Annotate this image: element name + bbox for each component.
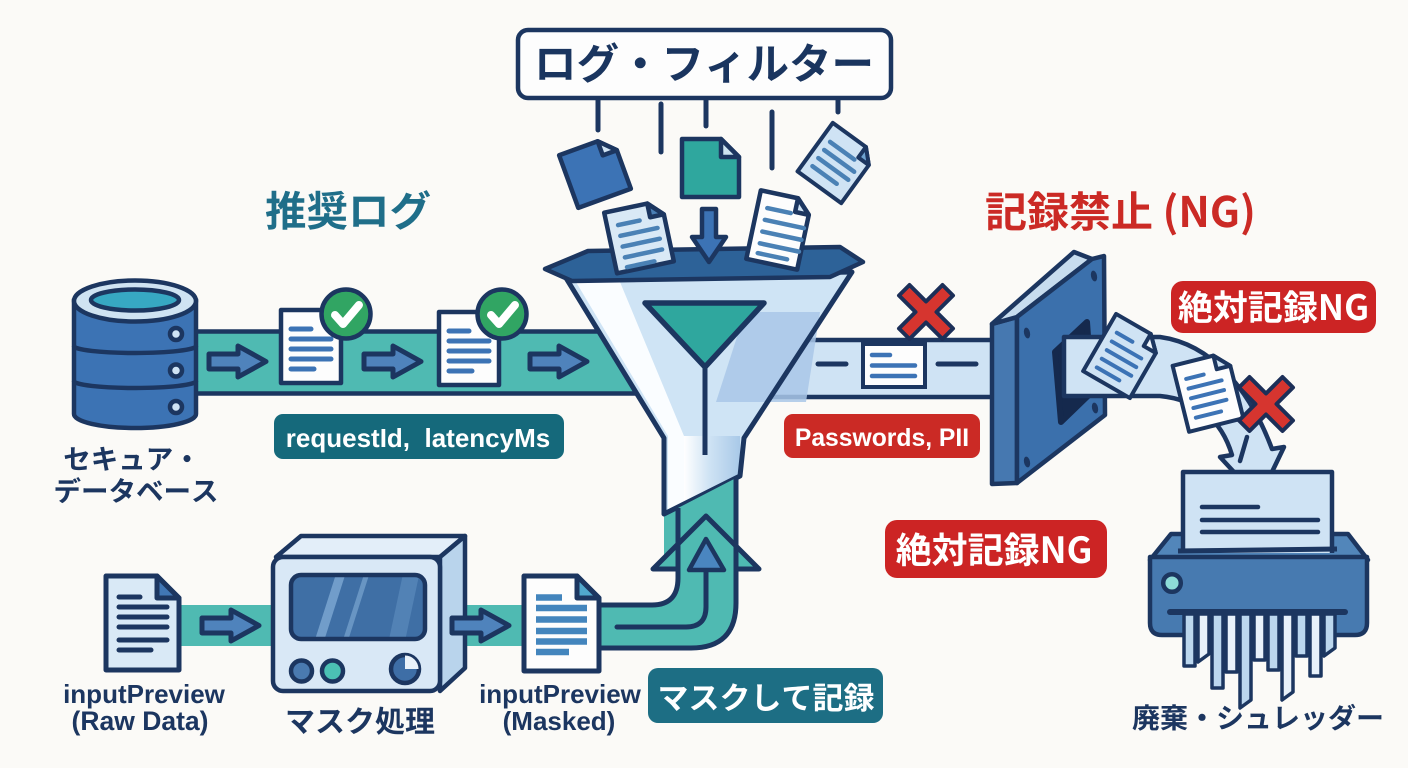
svg-text:inputPreview: inputPreview (479, 679, 642, 709)
svg-text:inputPreview: inputPreview (63, 679, 226, 709)
svg-text:(Masked): (Masked) (503, 706, 616, 736)
svg-text:(Raw Data): (Raw Data) (72, 706, 209, 736)
svg-text:requestId, latencyMs: requestId, latencyMs (286, 423, 550, 453)
svg-text:Passwords, PII: Passwords, PII (795, 425, 969, 452)
